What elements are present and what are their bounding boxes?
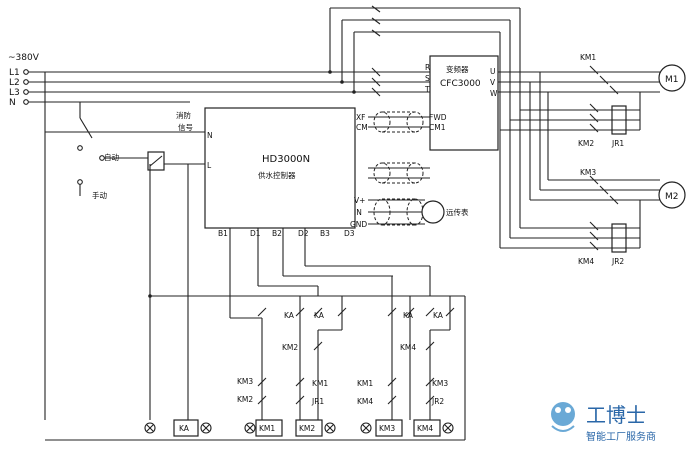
ladder-contact-label-10: KM4 (400, 343, 416, 352)
motor-m2-circuit (499, 175, 660, 253)
line-label-l1: L1 (9, 68, 20, 78)
controller-pin-d2: D2 (298, 229, 309, 238)
ladder-contact-label-2: KA (314, 311, 325, 320)
vfd-input-s: S (425, 74, 430, 83)
ladder-contact-label-6: KM1 (312, 379, 328, 388)
vfd-pin-fwd: FWD (429, 113, 447, 122)
ladder-contact-label-7: JR1 (311, 397, 324, 406)
controller-pin-in: IN (354, 208, 362, 217)
vfd-box (429, 55, 499, 151)
controller-pin-l: L (207, 161, 212, 170)
ladder-contact-label-13: KM3 (432, 379, 448, 388)
motor-m2-label: M2 (665, 192, 679, 202)
vfd-model: CFC3000 (440, 79, 481, 89)
controller-vfd-links (368, 111, 430, 226)
ladder-contact-label-11: KM1 (357, 379, 373, 388)
motor-m1 (658, 64, 686, 92)
ladder-wiring (229, 228, 466, 440)
controller-pin-d3: D3 (344, 229, 355, 238)
remote-gauge-label: 远传表 (446, 207, 469, 217)
vfd-input-t: T (424, 85, 430, 94)
fire-signal-label-line2: 信号 (178, 122, 193, 132)
controller-model: HD3000N (262, 154, 310, 165)
ladder-contact-label-5: KM2 (237, 395, 253, 404)
coil-row (144, 419, 454, 437)
ladder-contact-label-3: KM2 (282, 343, 298, 352)
ladder-contact-label-9: KA (433, 311, 444, 320)
controller-pin-d1: D1 (250, 229, 261, 238)
motor-m1-circuit (500, 65, 661, 135)
coil-km1-label: KM1 (259, 424, 275, 433)
line-label-l3: L3 (9, 88, 20, 98)
vfd-output-u: U (490, 67, 496, 76)
coil-km3-label: KM3 (379, 424, 395, 433)
controller-label: 供水控制器 (258, 170, 296, 180)
watermark-tagline: 智能工厂服务商 (586, 430, 656, 443)
controller-pin-b3: B3 (320, 229, 330, 238)
motor-m1-label: M1 (665, 75, 679, 85)
controller-box (204, 107, 356, 229)
vfd-pin-cm1: CM1 (429, 123, 446, 132)
ladder-contact-label-14: JR2 (431, 397, 444, 406)
m2-relay-label: JR2 (611, 257, 624, 266)
controller-pin-cm: CM (356, 123, 368, 132)
controller-pin-vplus: V+ (354, 196, 365, 205)
supply-bus (23, 69, 430, 105)
vfd-output-v: V (490, 78, 496, 87)
left-control-wiring (44, 72, 465, 441)
controller-pin-gnd: GND (350, 220, 367, 229)
controller-pin-b1: B1 (218, 229, 228, 238)
ladder-contact-label-12: KM4 (357, 397, 373, 406)
vfd-output-wires (498, 71, 575, 200)
m1-contactor-km2-label: KM2 (578, 139, 594, 148)
watermark-brand: 工博士 (586, 403, 646, 427)
mode-manual-label: 手动 (92, 190, 107, 200)
coil-ka-label: KA (179, 424, 190, 433)
fire-signal-label-line1: 消防 (176, 110, 191, 120)
controller-pin-n: N (207, 131, 213, 140)
watermark-logo (551, 402, 575, 432)
m1-relay-label: JR1 (611, 139, 624, 148)
vfd-input-r: R (425, 63, 430, 72)
vfd-output-w: W (490, 89, 498, 98)
controller-pin-xf: XF (356, 113, 365, 122)
motor-m2 (658, 181, 686, 209)
remote-gauge (421, 200, 445, 224)
controller-pin-b2: B2 (272, 229, 282, 238)
coil-km4-label: KM4 (417, 424, 433, 433)
ladder-contact-label-4: KM3 (237, 377, 253, 386)
line-label-l2: L2 (9, 78, 20, 88)
coil-km2-label: KM2 (299, 424, 315, 433)
bypass-lines (328, 5, 521, 220)
m2-contactor-km4-label: KM4 (578, 257, 594, 266)
vfd-breaker (371, 67, 381, 97)
ladder-contact-label-1: KA (284, 311, 295, 320)
m2-contactor-km3-label: KM3 (580, 168, 596, 177)
line-label-n: N (9, 98, 16, 108)
ladder-contact-label-8: KA (403, 311, 414, 320)
vfd-label: 变频器 (446, 64, 469, 74)
supply-voltage-label: ~380V (8, 53, 40, 63)
mode-auto-label: 自动 (104, 152, 119, 162)
m1-contactor-km1-label: KM1 (580, 53, 596, 62)
